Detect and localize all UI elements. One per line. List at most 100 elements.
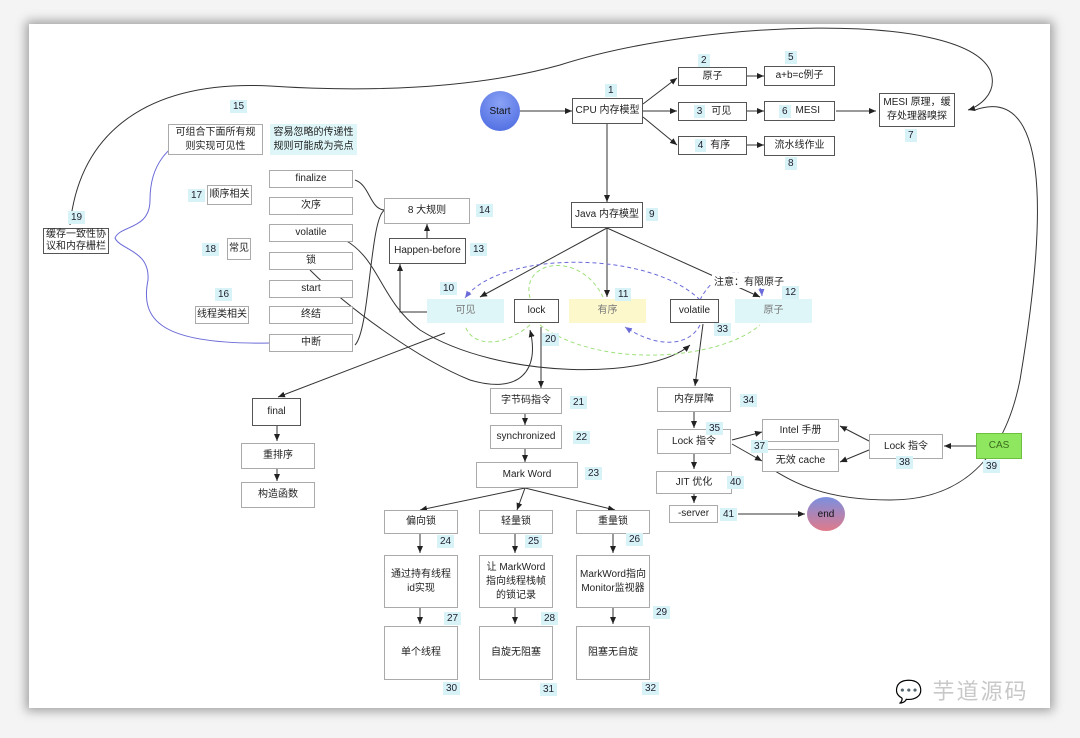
node-server-flag[interactable]: -server <box>669 505 718 523</box>
tag-33: 33 <box>714 323 732 336</box>
node-happen-before[interactable]: Happen-before <box>389 238 466 264</box>
tag-29: 29 <box>653 606 671 619</box>
node-mesi-label: MESI <box>795 105 820 116</box>
tag-19: 19 <box>68 211 86 224</box>
node-order-related[interactable]: 顺序相关 <box>207 185 252 205</box>
node-mesi[interactable]: 6 MESI <box>764 101 835 121</box>
node-transitivity[interactable]: 容易忽略的传递性规则可能成为亮点 <box>270 124 357 155</box>
node-light-detail[interactable]: 让 MarkWord 指向线程栈帧的锁记录 <box>479 555 553 608</box>
node-interrupt-rule[interactable]: 中断 <box>269 334 353 352</box>
tag-21: 21 <box>570 396 588 409</box>
tag-11: 11 <box>615 288 632 301</box>
node-cpu-atomic[interactable]: 原子 <box>678 67 747 86</box>
tag-34: 34 <box>740 394 758 407</box>
tag-37: 37 <box>751 440 769 453</box>
tag-38: 38 <box>896 456 914 469</box>
tag-13: 13 <box>470 243 488 256</box>
node-mark-word[interactable]: Mark Word <box>476 462 578 488</box>
end-label: end <box>817 508 835 520</box>
node-eight-rules[interactable]: 8 大规则 <box>384 198 470 224</box>
tag-6: 6 <box>778 104 791 118</box>
start-node[interactable]: Start <box>480 91 520 131</box>
node-java-memory-model[interactable]: Java 内存模型 <box>571 202 643 228</box>
tag-20: 20 <box>542 333 560 346</box>
node-jmm-lock[interactable]: lock <box>514 299 559 323</box>
node-terminate-rule[interactable]: 终结 <box>269 306 353 324</box>
tag-30: 30 <box>443 682 461 695</box>
tag-7: 7 <box>905 129 917 142</box>
tag-23: 23 <box>585 467 603 480</box>
node-order[interactable]: 次序 <box>269 197 353 215</box>
node-jmm-atomic[interactable]: 原子 <box>735 299 812 323</box>
tag-3: 3 <box>693 105 706 118</box>
node-final[interactable]: final <box>252 398 301 426</box>
tag-15: 15 <box>230 100 248 113</box>
node-spin-no-block[interactable]: 自旋无阻塞 <box>479 626 553 680</box>
tag-39: 39 <box>983 460 1001 473</box>
tag-14: 14 <box>476 204 494 217</box>
watermark-text: 芋道源码 <box>932 679 1029 704</box>
node-block-no-spin[interactable]: 阻塞无自旋 <box>576 626 650 680</box>
tag-18: 18 <box>202 243 220 256</box>
node-common[interactable]: 常见 <box>227 238 251 260</box>
tag-27: 27 <box>444 612 462 625</box>
node-memory-barrier[interactable]: 内存屏障 <box>657 387 731 412</box>
node-lock-instruction-2[interactable]: Lock 指令 <box>869 434 943 459</box>
node-bytecode[interactable]: 字节码指令 <box>490 388 562 414</box>
node-pipeline[interactable]: 流水线作业 <box>764 136 835 156</box>
node-abc-example[interactable]: a+b=c例子 <box>764 66 835 86</box>
tag-31: 31 <box>540 683 558 696</box>
node-cpu-visible[interactable]: 3 可见 <box>678 102 747 121</box>
watermark: 💬 芋道源码 <box>895 674 1029 706</box>
tag-9: 9 <box>646 208 658 221</box>
node-cpu-memory-model[interactable]: CPU 内存模型 <box>572 98 643 124</box>
node-jit-optimization[interactable]: JIT 优化 <box>656 471 732 494</box>
tag-2: 2 <box>698 54 710 67</box>
node-heavy-detail[interactable]: MarkWord指向Monitor监视器 <box>576 555 650 608</box>
wechat-icon: 💬 <box>895 679 925 704</box>
node-heavy-lock[interactable]: 重量锁 <box>576 510 650 534</box>
tag-17: 17 <box>188 189 206 202</box>
tag-28: 28 <box>541 612 559 625</box>
node-jmm-visible[interactable]: 可见 <box>427 299 504 323</box>
node-volatile-rule[interactable]: volatile <box>269 224 353 242</box>
node-biased-lock[interactable]: 偏向锁 <box>384 510 458 534</box>
node-cpu-visible-label: 可见 <box>711 105 732 117</box>
node-combine-rules[interactable]: 可组合下面所有规则实现可见性 <box>168 124 263 155</box>
tag-10: 10 <box>440 282 458 295</box>
tag-8: 8 <box>785 157 797 170</box>
node-jmm-volatile[interactable]: volatile <box>670 299 719 323</box>
tag-32: 32 <box>642 682 660 695</box>
node-reorder[interactable]: 重排序 <box>241 443 315 469</box>
node-single-thread[interactable]: 单个线程 <box>384 626 458 680</box>
tag-35: 35 <box>706 422 724 435</box>
node-cache-coherence[interactable]: 缓存一致性协议和内存栅栏 <box>43 228 109 254</box>
node-constructor[interactable]: 构造函数 <box>241 482 315 508</box>
node-lock-rule[interactable]: 锁 <box>269 252 353 270</box>
node-thread-related[interactable]: 线程类相关 <box>195 306 249 324</box>
node-start-rule[interactable]: start <box>269 280 353 298</box>
node-intel-manual[interactable]: Intel 手册 <box>762 419 839 442</box>
node-invalidate-cache[interactable]: 无效 cache <box>762 449 839 472</box>
node-cpu-ordered-label: 有序 <box>710 139 731 151</box>
note-limited-atomic: 注意：有限原子 <box>712 273 786 288</box>
tag-40: 40 <box>727 476 745 489</box>
node-cas[interactable]: CAS <box>976 433 1022 459</box>
node-synchronized[interactable]: synchronized <box>490 425 562 449</box>
node-mesi-principle[interactable]: MESI 原理，缓存处理器嗅探 <box>879 93 955 127</box>
end-node[interactable]: end <box>807 497 845 531</box>
node-jmm-ordered[interactable]: 有序 <box>569 299 646 323</box>
node-biased-detail[interactable]: 通过持有线程id实现 <box>384 555 458 608</box>
tag-41: 41 <box>720 508 738 521</box>
tag-4: 4 <box>694 139 707 152</box>
tag-1: 1 <box>605 84 617 97</box>
tag-24: 24 <box>437 535 455 548</box>
node-light-lock[interactable]: 轻量锁 <box>479 510 553 534</box>
tag-22: 22 <box>573 431 591 444</box>
node-finalize[interactable]: finalize <box>269 170 353 188</box>
start-label: Start <box>489 105 511 117</box>
tag-26: 26 <box>626 533 644 546</box>
tag-16: 16 <box>215 288 233 301</box>
tag-5: 5 <box>785 51 797 64</box>
